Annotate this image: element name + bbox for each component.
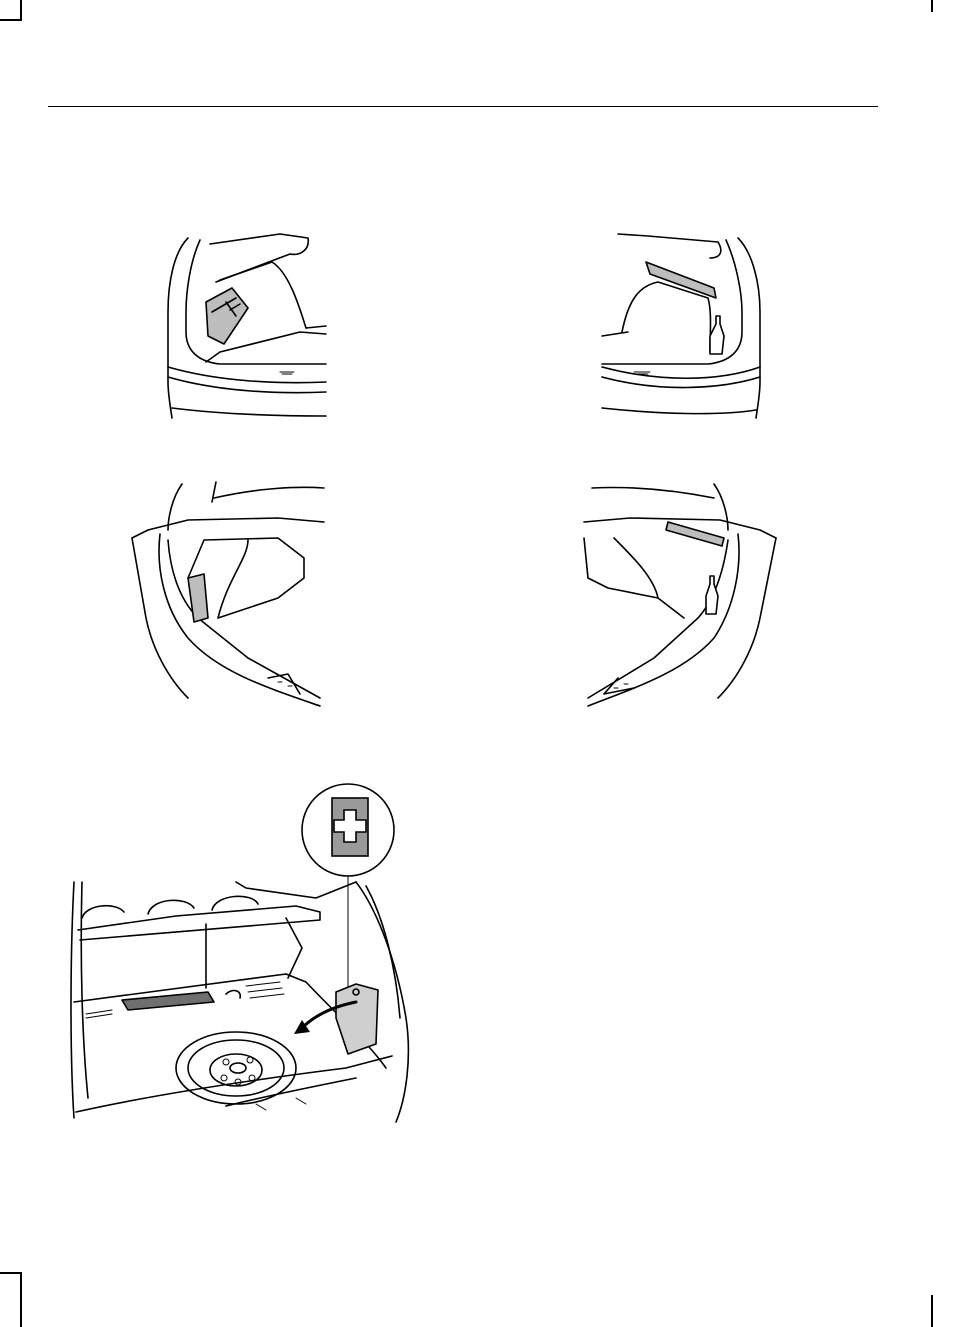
hatchback-right-illustration [598,232,770,422]
crop-mark-bottom-left-vertical [20,1272,22,1327]
crop-mark-top-left-vertical [20,0,22,20]
sedan-left-illustration [128,478,328,710]
header-rule [48,106,878,107]
crop-mark-bottom-right [931,1295,933,1327]
crop-mark-bottom-left-horizontal [0,1272,22,1274]
sedan-right-illustration [574,478,780,710]
hatchback-left-illustration [160,232,330,422]
crop-mark-top-left-horizontal [0,19,22,21]
crop-mark-top-right [931,0,933,12]
estate-spare-wheel-illustration [66,778,416,1128]
first-aid-cross-icon [332,798,368,856]
